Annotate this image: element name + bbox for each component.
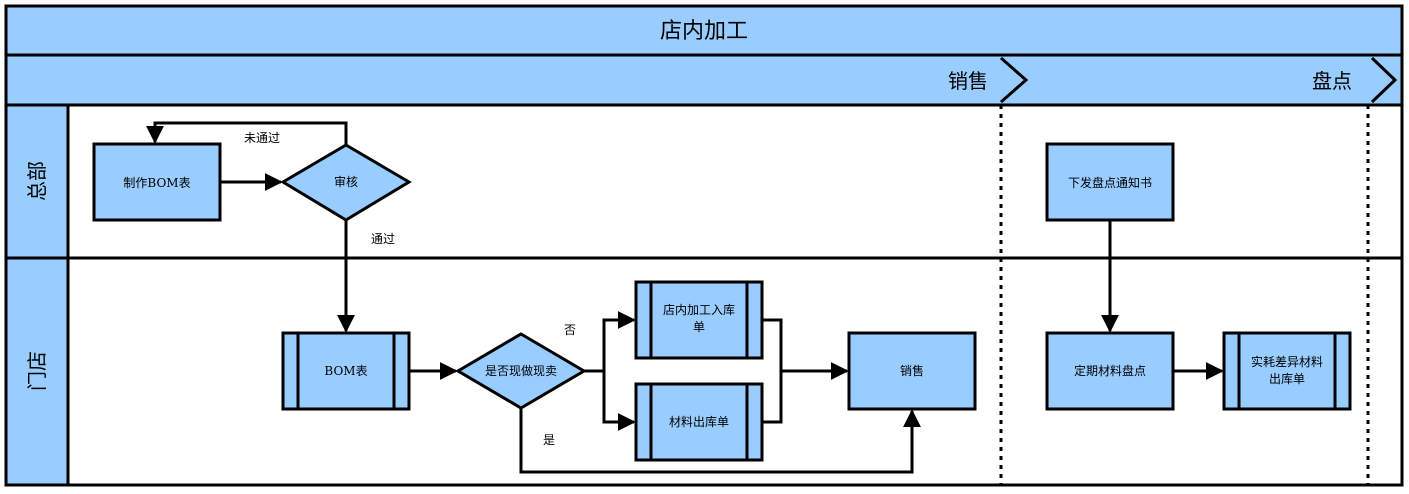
phase-chevron-sales — [1000, 56, 1029, 104]
edge-label-yes: 是 — [543, 433, 555, 447]
edge-decision-to-inbound — [602, 311, 636, 371]
node-material-out — [634, 382, 764, 462]
node-variance-out-label-1: 实耗差异材料 — [1251, 354, 1323, 369]
title-bar — [4, 4, 1404, 57]
node-inbound-label-2: 单 — [693, 320, 705, 334]
edge-label-no: 否 — [564, 323, 576, 337]
edge-label-rejected: 未通过 — [244, 131, 280, 145]
diagram-title: 店内加工 — [660, 19, 748, 44]
phase-bar — [4, 53, 1404, 107]
edge-decision-to-material-out — [602, 371, 636, 431]
node-made-now-label: 是否现做现卖 — [485, 363, 557, 378]
node-make-bom — [92, 142, 222, 222]
node-issue-notice — [1045, 142, 1175, 222]
node-material-out-label: 材料出库单 — [669, 414, 729, 429]
node-sale-label: 销售 — [900, 363, 924, 378]
lane-store-label: 门店 — [25, 351, 49, 391]
lane-hq-label: 总部 — [25, 161, 49, 201]
node-make-bom-label: 制作BOM表 — [123, 176, 190, 190]
node-variance-out-label-2: 出库单 — [1269, 371, 1305, 386]
node-variance-out — [1222, 331, 1352, 411]
node-inbound-label-1: 店内加工入库 — [663, 302, 735, 317]
edge-review-rejected — [146, 121, 348, 145]
phase-sales-label: 销售 — [948, 69, 988, 93]
node-inbound — [634, 280, 764, 360]
edge-label-approved: 通过 — [371, 232, 395, 246]
node-issue-notice-label: 下发盘点通知书 — [1068, 175, 1152, 190]
node-periodic-count — [1045, 331, 1175, 411]
edge-decision-yes-to-sale — [519, 408, 921, 474]
lane-header-store — [4, 256, 70, 487]
node-sale — [847, 331, 977, 411]
node-bom-label: BOM表 — [324, 364, 367, 378]
lane-header-hq — [4, 103, 70, 260]
node-periodic-count-label: 定期材料盘点 — [1074, 363, 1146, 378]
node-review-label: 审核 — [334, 174, 358, 189]
phase-stocktake-label: 盘点 — [1312, 69, 1352, 93]
phase-chevron-stocktake — [1370, 56, 1398, 104]
